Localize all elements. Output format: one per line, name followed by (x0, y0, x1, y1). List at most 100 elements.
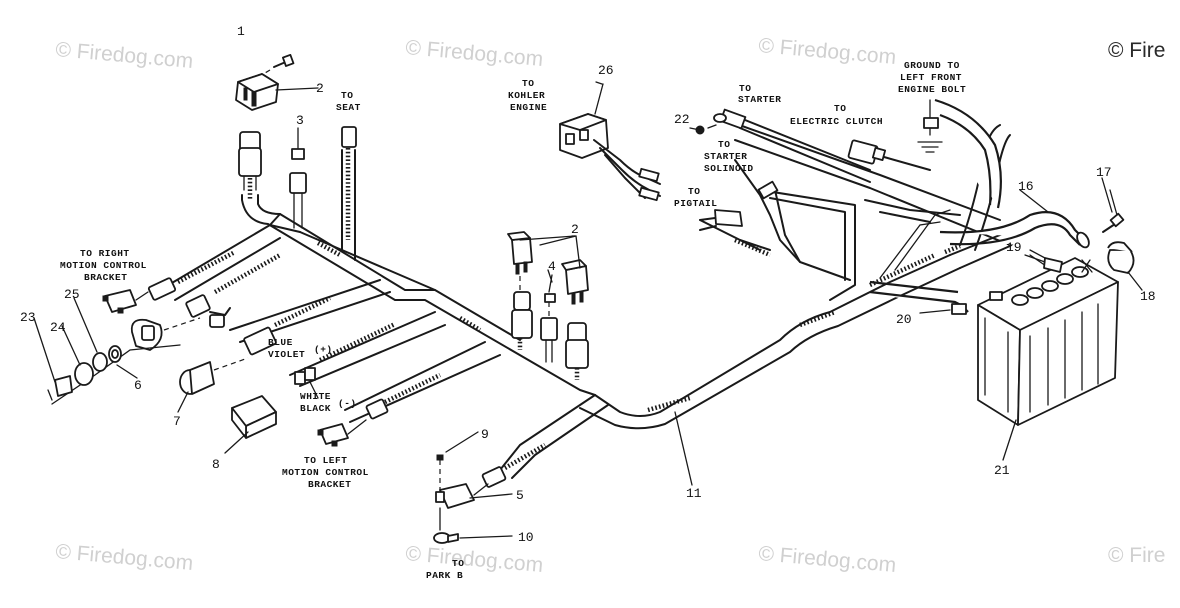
callout-22: 22 (674, 112, 690, 127)
main-harness (159, 124, 1056, 479)
callout-20: 20 (896, 312, 912, 327)
callout-6: 6 (134, 378, 142, 393)
callout-26: 26 (598, 63, 614, 78)
callout-10: 10 (518, 530, 534, 545)
indicator-part-7 (177, 357, 249, 413)
svg-text:BLACK: BLACK (300, 403, 331, 414)
connector-right-motion-2 (185, 253, 282, 328)
svg-text:BLUE: BLUE (268, 337, 293, 348)
starter-cable (695, 108, 871, 183)
relay-part-2-center-left (507, 231, 533, 292)
svg-text:VIOLET: VIOLET (268, 349, 305, 360)
leader-lines (519, 81, 1113, 283)
leader-11 (674, 411, 693, 486)
blue-violet-label: BLUE VIOLET (+) (268, 337, 333, 360)
svg-text:STARTER: STARTER (704, 151, 747, 162)
cable-20 (869, 280, 969, 315)
callout-3: 3 (296, 113, 304, 128)
bolt-part-17 (1102, 189, 1125, 233)
left-motion-connector (317, 372, 441, 447)
callout-23: 23 (20, 310, 36, 325)
watermark: © Firedog.com (405, 36, 545, 71)
svg-text:PARK B: PARK B (426, 570, 463, 581)
svg-text:TO RIGHT: TO RIGHT (80, 248, 130, 259)
ground-label: GROUND TO LEFT FRONT ENGINE BOLT (898, 60, 966, 95)
svg-text:PIGTAIL: PIGTAIL (674, 198, 717, 209)
relay-part-2-top (235, 73, 319, 111)
callout-18: 18 (1140, 289, 1156, 304)
watermark: © Firedog.com (758, 542, 898, 577)
to-left-motion-label: TO LEFT MOTION CONTROL BRACKET (282, 455, 368, 490)
watermark: © Firedog.com (758, 34, 898, 69)
terminal-boot-18 (1107, 241, 1143, 291)
callout-2: 2 (571, 222, 579, 237)
callout-19: 19 (1006, 240, 1022, 255)
terminal-19 (1024, 254, 1093, 273)
watermark-edge: © Fire (1108, 544, 1165, 567)
electric-clutch-connector (847, 139, 931, 171)
callout-9: 9 (481, 427, 489, 442)
connector-left-vertical (238, 131, 262, 200)
callout-5: 5 (516, 488, 524, 503)
svg-text:LEFT FRONT: LEFT FRONT (900, 72, 962, 83)
svg-text:SEAT: SEAT (336, 102, 361, 113)
svg-text:STARTER: STARTER (738, 94, 781, 105)
pigtail-connector (699, 209, 743, 231)
ground-wire (917, 98, 1002, 209)
gauge-part-8 (224, 395, 277, 454)
svg-text:TO: TO (739, 83, 751, 94)
watermark: © Firedog.com (55, 38, 195, 73)
watermark-corner: © Fire (1108, 39, 1165, 62)
screw-part-9 (436, 431, 479, 492)
right-motion-connector (102, 250, 237, 314)
to-park-label: TO PARK B (426, 558, 464, 581)
kohler-connector-26 (559, 83, 661, 202)
svg-text:TO: TO (688, 186, 700, 197)
callout-21: 21 (994, 463, 1010, 478)
svg-text:TO: TO (341, 90, 353, 101)
battery-21 (977, 254, 1119, 461)
eyelet-part-10 (433, 507, 513, 544)
svg-text:ELECTRIC CLUTCH: ELECTRIC CLUTCH (790, 116, 883, 127)
svg-text:TO: TO (452, 558, 464, 569)
relay-part-2-center-right (539, 235, 589, 305)
callout-16: 16 (1018, 179, 1034, 194)
svg-text:ENGINE: ENGINE (510, 102, 547, 113)
to-electric-clutch-label: TO ELECTRIC CLUTCH (790, 103, 883, 127)
to-starter-label: TO STARTER (738, 83, 781, 105)
battery-cable-16 (939, 211, 1090, 249)
svg-text:BRACKET: BRACKET (84, 272, 127, 283)
frame-bundle (699, 189, 961, 301)
to-starter-solenoid-label: TO STARTER SOLINOID (704, 139, 754, 174)
callout-4: 4 (548, 259, 556, 274)
watermark: © Firedog.com (55, 540, 195, 575)
connector-part-5 (435, 443, 547, 509)
callout-7: 7 (173, 414, 181, 429)
parts-23-24-25 (33, 297, 138, 397)
to-right-motion-label: TO RIGHT MOTION CONTROL BRACKET (60, 248, 146, 283)
connector-white-black (294, 321, 396, 399)
starter-solenoid-wire (734, 159, 801, 263)
connector-blue-violet (243, 295, 331, 356)
center-connectors (511, 274, 589, 380)
callout-11: 11 (686, 486, 702, 501)
callout-numbers: 1 2 3 2 4 5 6 7 8 9 10 11 16 17 18 19 20… (20, 24, 1156, 545)
connector-part-3 (289, 127, 307, 229)
switch-part-6 (47, 317, 201, 405)
svg-text:(+): (+) (314, 344, 333, 355)
svg-text:TO: TO (522, 78, 534, 89)
callout-1: 1 (237, 24, 245, 39)
svg-text:SOLINOID: SOLINOID (704, 163, 754, 174)
svg-text:TO: TO (834, 103, 846, 114)
svg-text:TO: TO (718, 139, 730, 150)
svg-text:KOHLER: KOHLER (508, 90, 545, 101)
to-kohler-label: TO KOHLER ENGINE (508, 78, 547, 113)
svg-text:GROUND TO: GROUND TO (904, 60, 960, 71)
svg-text:BRACKET: BRACKET (308, 479, 351, 490)
to-seat-label: TO SEAT (336, 90, 361, 113)
svg-text:ENGINE BOLT: ENGINE BOLT (898, 84, 966, 95)
white-black-label: WHITE BLACK (-) (300, 391, 356, 414)
callout-2: 2 (316, 81, 324, 96)
to-pigtail-label: TO PIGTAIL (674, 186, 717, 209)
